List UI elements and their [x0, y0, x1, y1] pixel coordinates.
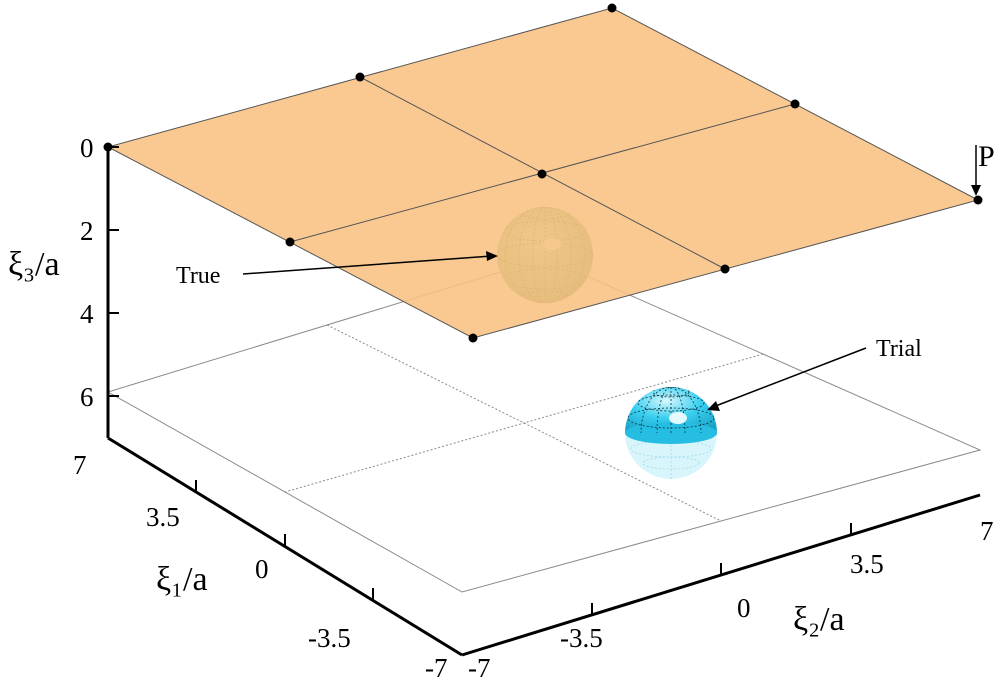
- xi1-axis: [107, 436, 463, 657]
- sensor-point: [355, 72, 365, 82]
- sensor-point: [973, 195, 983, 205]
- trial-label: Trial: [876, 336, 922, 362]
- true-label: True: [176, 263, 220, 289]
- x2-axis-label: ξ₂/a: [793, 601, 845, 638]
- x1-tick-label: -7: [425, 653, 448, 679]
- point-p-callout: P: [971, 140, 995, 196]
- x2-tick-label: 7: [980, 516, 994, 546]
- true-callout: True: [176, 251, 498, 289]
- tick-marks: [108, 146, 852, 615]
- point-p-label: P: [978, 140, 995, 173]
- x1-tick-label: 0: [255, 554, 269, 584]
- x2-tick-label: 3.5: [850, 549, 884, 579]
- z-axis-label: ξ₃/a: [8, 246, 60, 283]
- sensor-point: [790, 99, 800, 109]
- floor-grid: [106, 257, 982, 593]
- z-tick-labels: 0 2 4 6: [80, 133, 94, 412]
- z-tick-label: 0: [80, 133, 94, 163]
- z-tick-label: 6: [80, 382, 94, 412]
- x2-tick-label: 0: [737, 593, 751, 623]
- x1-tick-labels: 7 3.5 0 -3.5 -7: [73, 450, 448, 679]
- x1-tick-label: -3.5: [308, 623, 351, 653]
- trial-sphere: [625, 387, 717, 479]
- x1-tick-label: 3.5: [146, 502, 180, 532]
- x2-tick-labels: -7 -3.5 0 3.5 7: [468, 516, 994, 679]
- sensor-point: [607, 3, 617, 13]
- sensor-point: [285, 237, 295, 247]
- sensor-points: [103, 3, 983, 343]
- z-tick-label: 4: [80, 299, 94, 329]
- x2-tick-label: -7: [468, 653, 491, 679]
- z-tick-label: 2: [80, 216, 94, 246]
- sensor-point: [720, 264, 730, 274]
- trial-callout: Trial: [707, 336, 922, 411]
- x2-tick-label: -3.5: [560, 623, 603, 653]
- sensor-point: [537, 169, 547, 179]
- x1-tick-label: 7: [73, 450, 87, 480]
- x1-axis-label: ξ₁/a: [156, 561, 208, 598]
- sensor-point: [468, 333, 478, 343]
